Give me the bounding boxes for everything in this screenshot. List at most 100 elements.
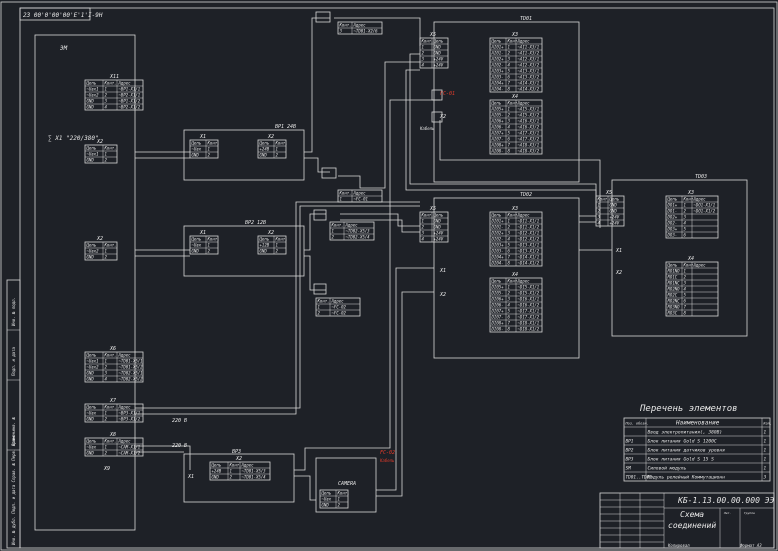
table-cell: 8	[508, 87, 511, 92]
table-cell: AI05-	[491, 113, 504, 118]
table-cell: 1	[276, 243, 278, 248]
title-line1: Схема	[680, 510, 704, 519]
table-cell: 2	[105, 93, 108, 98]
table-header-cell: Конт.	[507, 279, 520, 284]
table-cell: DI06+	[491, 297, 505, 302]
table-cell: GND	[87, 99, 95, 104]
table-header-cell: Конт.	[104, 439, 117, 444]
table-cell: DO3+	[667, 227, 678, 232]
table-cell: ~AI3-X3/2	[518, 75, 540, 80]
table-label: X11	[109, 74, 119, 80]
table-header-cell: Адрес	[118, 439, 132, 444]
table-header-cell: Адрес	[693, 197, 707, 202]
table-header-cell: Конт.	[421, 39, 434, 44]
table-label: X2	[235, 456, 242, 462]
table-header-cell: Цепь	[86, 405, 97, 410]
table-header-cell: Адрес	[353, 191, 367, 196]
table-header-cell: Цепь	[86, 81, 97, 86]
x9-label: X9	[103, 466, 110, 472]
table-header-cell: Адрес	[118, 81, 132, 86]
table-header-cell: Конт.	[207, 237, 220, 242]
stamp-code: 23 00'0'00'00'E'1'I-9H	[23, 12, 103, 19]
table-header-cell: Цепь	[259, 141, 270, 146]
table-cell: 2	[332, 235, 335, 240]
table-cell: 8	[508, 327, 511, 332]
table-cell: ~AI4-X3/2	[518, 87, 540, 92]
table-cell: 4	[598, 221, 601, 226]
bp1-box	[183, 129, 305, 181]
table-cell: 2	[105, 365, 108, 370]
elements-list-cell: BP3	[626, 457, 634, 463]
table-cell: DI06-	[491, 303, 504, 308]
table-cell: 1	[105, 359, 107, 364]
table-header-cell: Цепь	[433, 213, 444, 218]
table-cell: ~DI7-X1/1	[518, 309, 540, 314]
bp3-label: BP3	[232, 449, 241, 455]
table-cell: 3	[683, 281, 687, 286]
table-cell: RO2NO	[668, 287, 681, 292]
td02-label: TD02	[520, 192, 532, 198]
table-cell: 1	[208, 243, 210, 248]
table-header-cell: Конт.	[339, 191, 352, 196]
table-cell: ~AI7-X3/2	[518, 137, 540, 142]
table-cell: ~AI5-X3/1	[518, 107, 540, 112]
td02-x2-label: X2	[439, 292, 446, 298]
table-cell: ~TD01-X5/4	[242, 475, 267, 480]
table-cell: ~TD01-X5/3	[242, 469, 267, 474]
table-cell: RO1NC	[668, 281, 681, 286]
table-cell: ~CAM-X1/1	[119, 445, 141, 450]
table-cell: 2	[230, 475, 233, 480]
elements-list-header: Поз. обозн.	[625, 421, 649, 426]
table-cell: 1	[508, 219, 510, 224]
table-cell: 5	[508, 69, 511, 74]
table-cell: DI03+	[491, 243, 505, 248]
table-cell: DI07+	[491, 309, 505, 314]
table-cell: 7	[684, 305, 687, 310]
camera-label: CAMERA	[338, 481, 356, 487]
table-cell: 3	[507, 119, 511, 124]
inner-frame	[19, 7, 775, 549]
table-header-cell: Конт.	[597, 197, 610, 202]
supply-label: ∑ X1 "220/380"	[48, 135, 99, 142]
table-cell: DI01+	[491, 219, 505, 224]
table-cell: 6	[508, 249, 511, 254]
table-cell: DI05+	[491, 285, 505, 290]
elements-list-cell: 3	[763, 475, 767, 481]
table-cell: AI07+	[491, 131, 505, 136]
bp2-label: BP2 12B	[245, 220, 266, 226]
table-label: X7	[109, 398, 116, 404]
td01-label: TD01	[520, 16, 532, 22]
table-cell: 1	[422, 219, 424, 224]
table-cell: 2	[422, 225, 425, 230]
table-label: X4	[687, 256, 694, 262]
table-cell: 4	[105, 377, 108, 382]
fc2-sub: Кабель	[379, 458, 395, 463]
table-cell: GND	[87, 417, 95, 422]
table-label: X8	[109, 432, 116, 438]
fc2-label: FC-02	[380, 450, 395, 456]
table-cell: 1	[684, 203, 686, 208]
td01-x2-label: X2	[439, 114, 446, 120]
table-cell: 1	[684, 269, 686, 274]
table-header-cell: Конт.	[683, 263, 696, 268]
table-cell: GND	[87, 255, 95, 260]
bp2-box	[183, 225, 305, 277]
side-strips: Инв. № подл. Подп. и дата Взам. инв. № И…	[6, 279, 21, 549]
table-header-cell: Адрес	[118, 353, 132, 358]
table-cell: 4	[508, 125, 511, 130]
camera-box	[315, 457, 377, 513]
bp3-box	[183, 453, 295, 503]
table-cell: 2	[318, 311, 321, 316]
table-cell: 3	[104, 371, 108, 376]
table-cell: 3	[683, 215, 687, 220]
table-cell: 2	[422, 51, 425, 56]
table-header-cell: Конт.	[275, 141, 288, 146]
table-cell: 8	[684, 311, 687, 316]
table-cell: AI06+	[491, 119, 505, 124]
